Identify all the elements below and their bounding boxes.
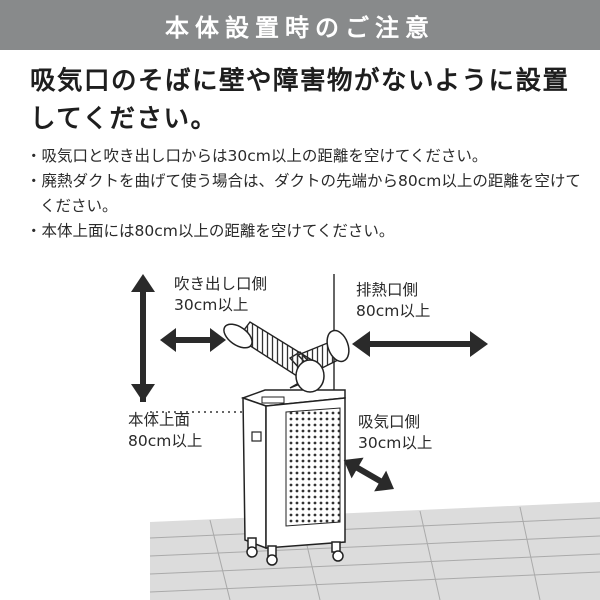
exhaust-clearance-arrow xyxy=(352,331,488,357)
intake-clearance-arrow xyxy=(343,457,394,492)
headline: 吸気口のそばに壁や障害物がないように設置してください。 xyxy=(30,66,570,134)
notice-item-clearance: 吸気口と吹き出し口からは30cm以上の距離を空けてください。 xyxy=(26,144,586,169)
exhaust-distance: 80cm以上 xyxy=(356,302,431,320)
exhaust-side-name: 排熱口側 xyxy=(356,281,419,299)
outlet-label: 吹き出し口側 30cm以上 xyxy=(174,274,267,316)
exhaust-label: 排熱口側 80cm以上 xyxy=(356,280,430,322)
spot-cooler-unit xyxy=(240,389,346,566)
top-label: 本体上面 80cm以上 xyxy=(128,410,202,452)
top-distance: 80cm以上 xyxy=(128,432,203,450)
notice-item-top: 本体上面には80cm以上の距離を空けてください。 xyxy=(26,219,586,244)
outlet-distance: 30cm以上 xyxy=(174,296,249,314)
outlet-duct xyxy=(223,321,325,393)
intake-distance: 30cm以上 xyxy=(358,434,433,452)
floor xyxy=(149,502,600,600)
outlet-side-name: 吹き出し口側 xyxy=(174,275,268,293)
outlet-clearance-arrow xyxy=(160,328,226,352)
title-banner: 本体設置時のご注意 xyxy=(0,0,600,50)
intake-side-name: 吸気口側 xyxy=(358,413,421,431)
notice-list: 吸気口と吹き出し口からは30cm以上の距離を空けてください。 廃熱ダクトを曲げて… xyxy=(26,144,586,244)
banner-title: 本体設置時のご注意 xyxy=(165,13,435,42)
top-clearance-arrow xyxy=(131,274,155,402)
installation-diagram xyxy=(131,274,600,600)
top-side-name: 本体上面 xyxy=(128,411,191,429)
notice-item-duct: 廃熱ダクトを曲げて使う場合は、ダクトの先端から80cm以上の距離を空けてください… xyxy=(26,169,586,219)
intake-label: 吸気口側 30cm以上 xyxy=(358,412,432,454)
